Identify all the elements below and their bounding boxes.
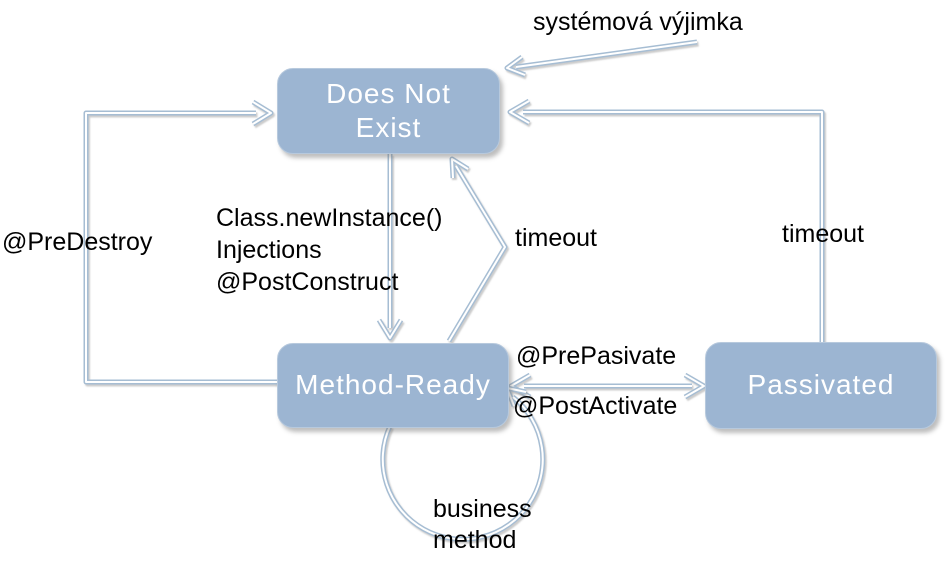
label-construct-line1: Class.newInstance(): [216, 204, 443, 232]
label-business-method-line2: method: [433, 526, 517, 554]
label-construct-line3: @PostConstruct: [216, 268, 399, 296]
label-construct: Class.newInstance() Injections @PostCons…: [216, 202, 442, 298]
state-method-ready: Method-Ready: [277, 343, 509, 428]
label-pre-destroy: @PreDestroy: [2, 228, 153, 256]
state-passivated-label: Passivated: [747, 369, 895, 401]
label-business-method-line1: business: [433, 495, 532, 523]
state-method-ready-label: Method-Ready: [295, 369, 491, 401]
label-system-exception: systémová výjimka: [533, 8, 743, 36]
label-post-activate: @PostActivate: [513, 392, 678, 420]
state-does-not-exist-line2: Exist: [355, 112, 422, 143]
connector-system-exception: [507, 42, 697, 75]
connector-timeout-left: [449, 159, 505, 341]
label-construct-line2: Injections: [216, 236, 322, 264]
state-does-not-exist-line1: Does Not: [326, 77, 451, 109]
state-does-not-exist: Does Not Exist: [277, 68, 500, 154]
label-pre-pasivate: @PrePasivate: [516, 342, 677, 370]
state-passivated: Passivated: [705, 342, 937, 429]
label-timeout-right: timeout: [782, 220, 864, 248]
label-business-method: business method: [433, 494, 532, 556]
label-timeout-left: timeout: [515, 224, 597, 252]
